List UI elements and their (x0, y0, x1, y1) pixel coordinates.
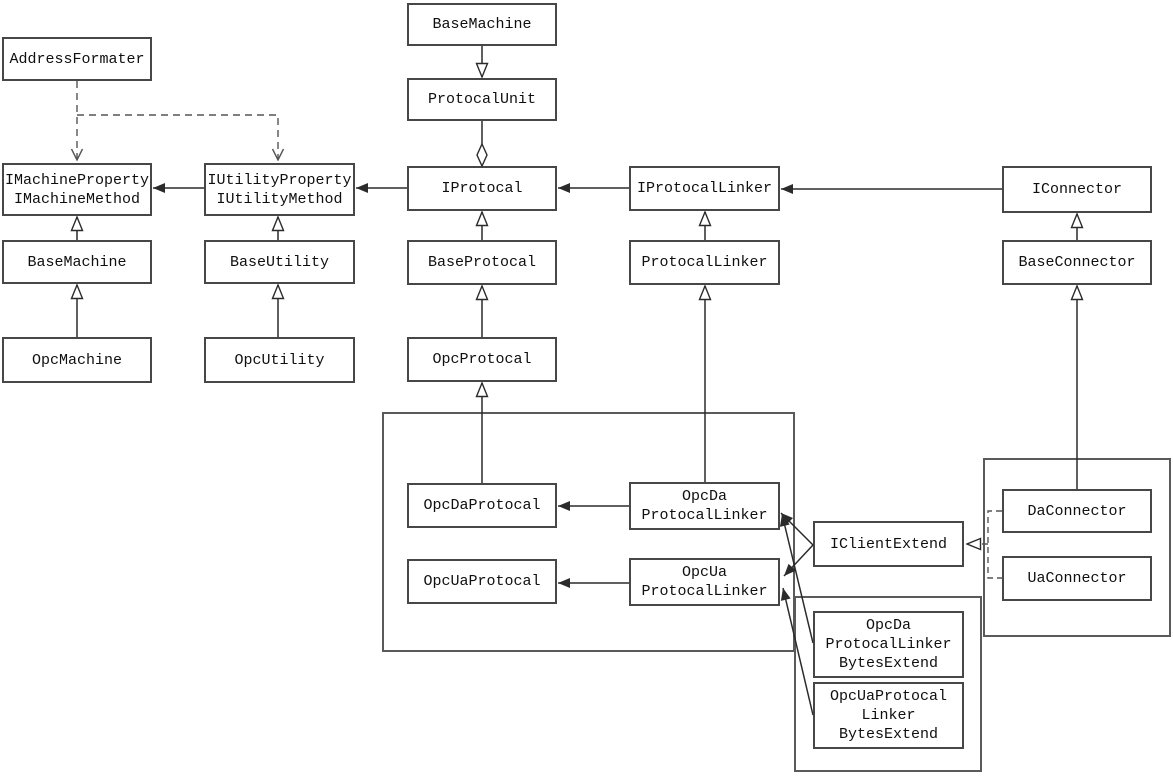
class-box-protocal-unit: ProtocalUnit (407, 78, 557, 121)
class-name-label: BaseProtocal (427, 254, 537, 271)
class-box-opc-ua-protocal: OpcUaProtocal (407, 559, 557, 604)
class-name-label: IClientExtend (829, 535, 948, 553)
class-box-imachine-property: IMachineProperty IMachineMethod (2, 163, 152, 216)
class-name-label: UaConnector (1027, 570, 1127, 587)
class-box-opc-da-protocal-linker-bytes-extend: OpcDa ProtocalLinker BytesExtend (813, 611, 964, 678)
class-box-opc-ua-protocal-linker: OpcUa ProtocalLinker (629, 558, 780, 606)
class-name-label: OpcDa (681, 488, 727, 505)
class-name-label: OpcProtocal (432, 351, 532, 368)
class-box-opc-machine: OpcMachine (2, 337, 152, 383)
class-name-label: AddressFormater (9, 50, 145, 68)
class-box-opc-protocal: OpcProtocal (407, 337, 557, 382)
class-box-da-connector: DaConnector (1002, 489, 1152, 533)
class-name-label: IProtocalLinker (636, 180, 773, 197)
class-name-label: OpcUaProtocal (423, 573, 541, 590)
class-box-opc-ua-protocal-linker-bytes-extend: OpcUaProtocal Linker BytesExtend (813, 682, 964, 749)
class-name-label: OpcDaProtocal (423, 497, 541, 514)
class-name-label: IProtocal (441, 180, 523, 197)
group-box-opc-protocal-group (382, 412, 795, 652)
class-name-label: IUtilityProperty (207, 171, 352, 189)
dependency-arrows (77, 81, 278, 160)
class-name-label: IConnector (1031, 181, 1122, 198)
aggregation-diamond-icon (476, 142, 488, 168)
class-box-base-machine-top: BaseMachine (407, 3, 557, 46)
class-name-label: Linker (861, 707, 916, 724)
class-name-label: BytesExtend (838, 655, 939, 672)
aggregation-protocalunit-to-iprotocal (476, 121, 488, 168)
class-box-iprotocal: IProtocal (407, 166, 557, 211)
class-name-label: OpcUaProtocal (829, 688, 948, 705)
class-name-label: ProtocalUnit (427, 91, 537, 108)
class-box-base-machine: BaseMachine (2, 240, 152, 284)
class-box-iconnector: IConnector (1002, 166, 1152, 213)
class-name-label: BaseUtility (229, 253, 330, 271)
class-box-opc-da-protocal-linker: OpcDa ProtocalLinker (629, 482, 780, 530)
class-name-label: IUtilityMethod (216, 190, 343, 208)
class-name-label: DaConnector (1027, 502, 1127, 520)
class-name-label: OpcUtility (234, 351, 325, 369)
group-box-connector-group (983, 458, 1171, 637)
class-name-label: OpcMachine (31, 351, 122, 369)
class-name-label: IMachineMethod (13, 190, 141, 208)
class-box-iutility-property: IUtilityProperty IUtilityMethod (204, 163, 355, 216)
class-name-label: ProtocalLinker (825, 636, 952, 653)
class-name-label: ProtocalLinker (641, 507, 768, 524)
class-box-iclient-extend: IClientExtend (813, 521, 964, 567)
class-box-ua-connector: UaConnector (1002, 556, 1152, 601)
class-box-protocal-linker: ProtocalLinker (629, 240, 780, 285)
class-name-label: ProtocalLinker (641, 254, 768, 271)
class-box-address-formater: AddressFormater (2, 37, 152, 81)
class-box-opc-da-protocal: OpcDaProtocal (407, 483, 557, 528)
class-box-opc-utility: OpcUtility (204, 337, 355, 383)
dependency-addressformater-to-iutilityproperty (77, 114, 278, 160)
class-box-base-protocal: BaseProtocal (407, 240, 557, 285)
class-name-label: BaseConnector (1018, 254, 1136, 271)
class-box-iprotocal-linker: IProtocalLinker (629, 166, 780, 211)
class-name-label: OpcUa (681, 564, 727, 581)
class-name-label: IMachineProperty (4, 171, 150, 189)
class-name-label: BaseMachine (27, 253, 127, 271)
class-name-label: ProtocalLinker (641, 583, 768, 600)
class-name-label: BaseMachine (432, 16, 532, 33)
class-name-label: OpcDa (865, 617, 911, 634)
class-box-base-utility: BaseUtility (204, 240, 355, 284)
class-box-base-connector: BaseConnector (1002, 240, 1152, 285)
class-name-label: BytesExtend (838, 726, 939, 743)
